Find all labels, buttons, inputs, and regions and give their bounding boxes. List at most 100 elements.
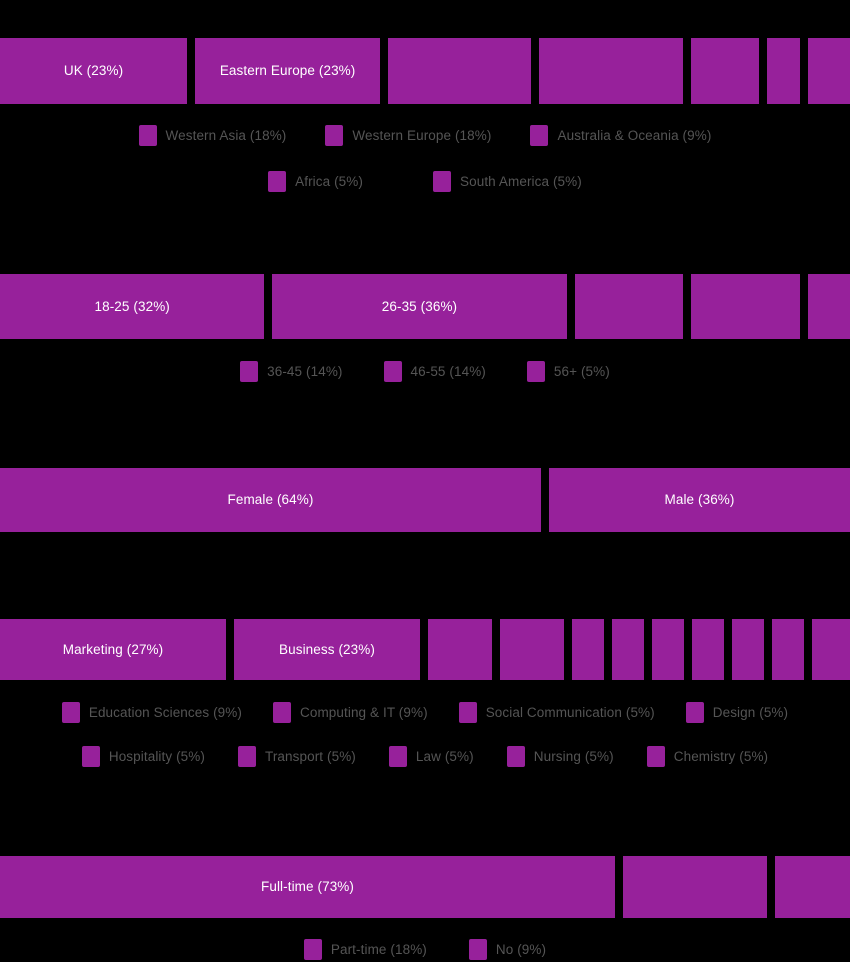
- bar-segment[interactable]: [691, 274, 801, 339]
- legend-item[interactable]: Chemistry (5%): [646, 746, 769, 767]
- legend-item[interactable]: Computing & IT (9%): [272, 702, 428, 723]
- bar-segment-label: Eastern Europe (23%): [219, 63, 356, 79]
- legend-swatch-icon: [303, 939, 322, 960]
- bar-segment[interactable]: [612, 619, 644, 680]
- bar-segment[interactable]: Male (36%): [549, 468, 850, 532]
- bar-segment-label: Marketing (27%): [62, 641, 164, 657]
- bar-segment[interactable]: [428, 619, 492, 680]
- bar-segment[interactable]: [572, 619, 604, 680]
- legend-item[interactable]: South America (5%): [433, 171, 582, 192]
- bar-segment-label: Male (36%): [664, 492, 735, 508]
- legend-swatch-icon: [272, 702, 291, 723]
- legend-swatch-icon: [526, 361, 545, 382]
- legend-item[interactable]: Hospitality (5%): [81, 746, 205, 767]
- legend-swatch-icon: [433, 171, 451, 192]
- legend-item-label: No (9%): [495, 941, 547, 957]
- legend-item-label: 46-55 (14%): [410, 363, 486, 379]
- bar-segment[interactable]: [732, 619, 764, 680]
- bar-segment[interactable]: Full-time (73%): [0, 856, 615, 918]
- legend-swatch-icon: [61, 702, 80, 723]
- legend-field-of-study: Education Sciences (9%) Computing & IT (…: [0, 702, 850, 767]
- bar-segment[interactable]: Business (23%): [234, 619, 420, 680]
- legend-item-label: Part-time (18%): [330, 941, 427, 957]
- legend-item-label: Design (5%): [712, 704, 789, 720]
- legend-item[interactable]: Nursing (5%): [506, 746, 614, 767]
- bar-segment[interactable]: [808, 274, 850, 339]
- legend-swatch-icon: [530, 125, 549, 146]
- legend-swatch-icon: [458, 702, 477, 723]
- bar-segment[interactable]: UK (23%): [0, 38, 188, 104]
- legend-swatch-icon: [81, 746, 100, 767]
- bar-segment[interactable]: [767, 38, 801, 104]
- legend-row: Hospitality (5%) Transport (5%) Law (5%)…: [0, 746, 850, 767]
- legend-item[interactable]: No (9%): [468, 939, 547, 960]
- legend-item[interactable]: Social Communication (5%): [458, 702, 655, 723]
- bar-segment[interactable]: [808, 38, 850, 104]
- legend-item-label: Education Sciences (9%): [88, 704, 242, 720]
- legend-item-label: Africa (5%): [295, 173, 363, 189]
- bar-segment[interactable]: [692, 619, 724, 680]
- bar-segment[interactable]: [812, 619, 850, 680]
- bar-segment[interactable]: [775, 856, 850, 918]
- legend-item[interactable]: Australia & Oceania (9%): [530, 125, 711, 146]
- bar-segment[interactable]: [539, 38, 683, 104]
- bar-segment[interactable]: [652, 619, 684, 680]
- legend-item-label: Law (5%): [415, 748, 474, 764]
- legend-item-label: 36-45 (14%): [267, 363, 343, 379]
- legend-item[interactable]: 46-55 (14%): [383, 361, 486, 382]
- bar-segment[interactable]: [500, 619, 564, 680]
- legend-item[interactable]: Law (5%): [388, 746, 474, 767]
- bar-segment[interactable]: Eastern Europe (23%): [195, 38, 381, 104]
- legend-swatch-icon: [468, 939, 487, 960]
- chart-field-of-study: Marketing (27%) Business (23%) Education…: [0, 619, 850, 767]
- legend-swatch-icon: [388, 746, 407, 767]
- legend-item-label: 56+ (5%): [553, 363, 610, 379]
- legend-swatch-icon: [685, 702, 704, 723]
- legend-item-label: Western Asia (18%): [165, 127, 287, 143]
- bar-row-age: 18-25 (32%) 26-35 (36%): [0, 274, 850, 339]
- legend-item-label: South America (5%): [460, 173, 582, 189]
- legend-item[interactable]: Part-time (18%): [303, 939, 427, 960]
- chart-gender: Female (64%) Male (36%): [0, 468, 850, 532]
- bar-segment[interactable]: [574, 274, 684, 339]
- bar-segment-label: Full-time (73%): [260, 879, 354, 895]
- bar-segment[interactable]: Marketing (27%): [0, 619, 226, 680]
- legend-item[interactable]: 36-45 (14%): [240, 361, 342, 382]
- bar-row-region: UK (23%) Eastern Europe (23%): [0, 38, 850, 104]
- legend-item-label: Hospitality (5%): [108, 748, 205, 764]
- bar-segment[interactable]: [623, 856, 767, 918]
- legend-row: Western Asia (18%) Western Europe (18%) …: [0, 125, 850, 146]
- legend-item[interactable]: Western Europe (18%): [325, 125, 491, 146]
- legend-swatch-icon: [506, 746, 525, 767]
- legend-item[interactable]: 56+ (5%): [526, 361, 610, 382]
- bar-segment[interactable]: Female (64%): [0, 468, 541, 532]
- legend-item-label: Computing & IT (9%): [299, 704, 428, 720]
- legend-item[interactable]: Western Asia (18%): [138, 125, 287, 146]
- bar-segment[interactable]: [690, 38, 760, 104]
- bar-segment-label: 18-25 (32%): [94, 298, 170, 314]
- legend-item[interactable]: Design (5%): [685, 702, 789, 723]
- bar-segment[interactable]: [388, 38, 532, 104]
- chart-region: UK (23%) Eastern Europe (23%) Western As…: [0, 38, 850, 192]
- legend-row: 36-45 (14%) 46-55 (14%) 56+ (5%): [0, 361, 850, 382]
- legend-row: Part-time (18%) No (9%): [0, 939, 850, 960]
- chart-employment: Full-time (73%) Part-time (18%) No (9%): [0, 856, 850, 960]
- bar-segment-label: Female (64%): [227, 492, 314, 508]
- legend-item-label: Chemistry (5%): [673, 748, 769, 764]
- bar-segment[interactable]: 18-25 (32%): [0, 274, 265, 339]
- bar-segment[interactable]: 26-35 (36%): [272, 274, 567, 339]
- legend-item-label: Social Communication (5%): [485, 704, 655, 720]
- legend-item[interactable]: Africa (5%): [268, 171, 363, 192]
- legend-row: Africa (5%) South America (5%): [0, 171, 850, 192]
- legend-item-label: Nursing (5%): [533, 748, 614, 764]
- legend-item-label: Australia & Oceania (9%): [557, 127, 712, 143]
- bar-row-field-of-study: Marketing (27%) Business (23%): [0, 619, 850, 680]
- legend-swatch-icon: [646, 746, 665, 767]
- legend-item[interactable]: Education Sciences (9%): [61, 702, 242, 723]
- bar-segment[interactable]: [772, 619, 804, 680]
- legend-item[interactable]: Transport (5%): [237, 746, 356, 767]
- legend-age: 36-45 (14%) 46-55 (14%) 56+ (5%): [0, 361, 850, 382]
- legend-swatch-icon: [325, 125, 344, 146]
- bar-row-gender: Female (64%) Male (36%): [0, 468, 850, 532]
